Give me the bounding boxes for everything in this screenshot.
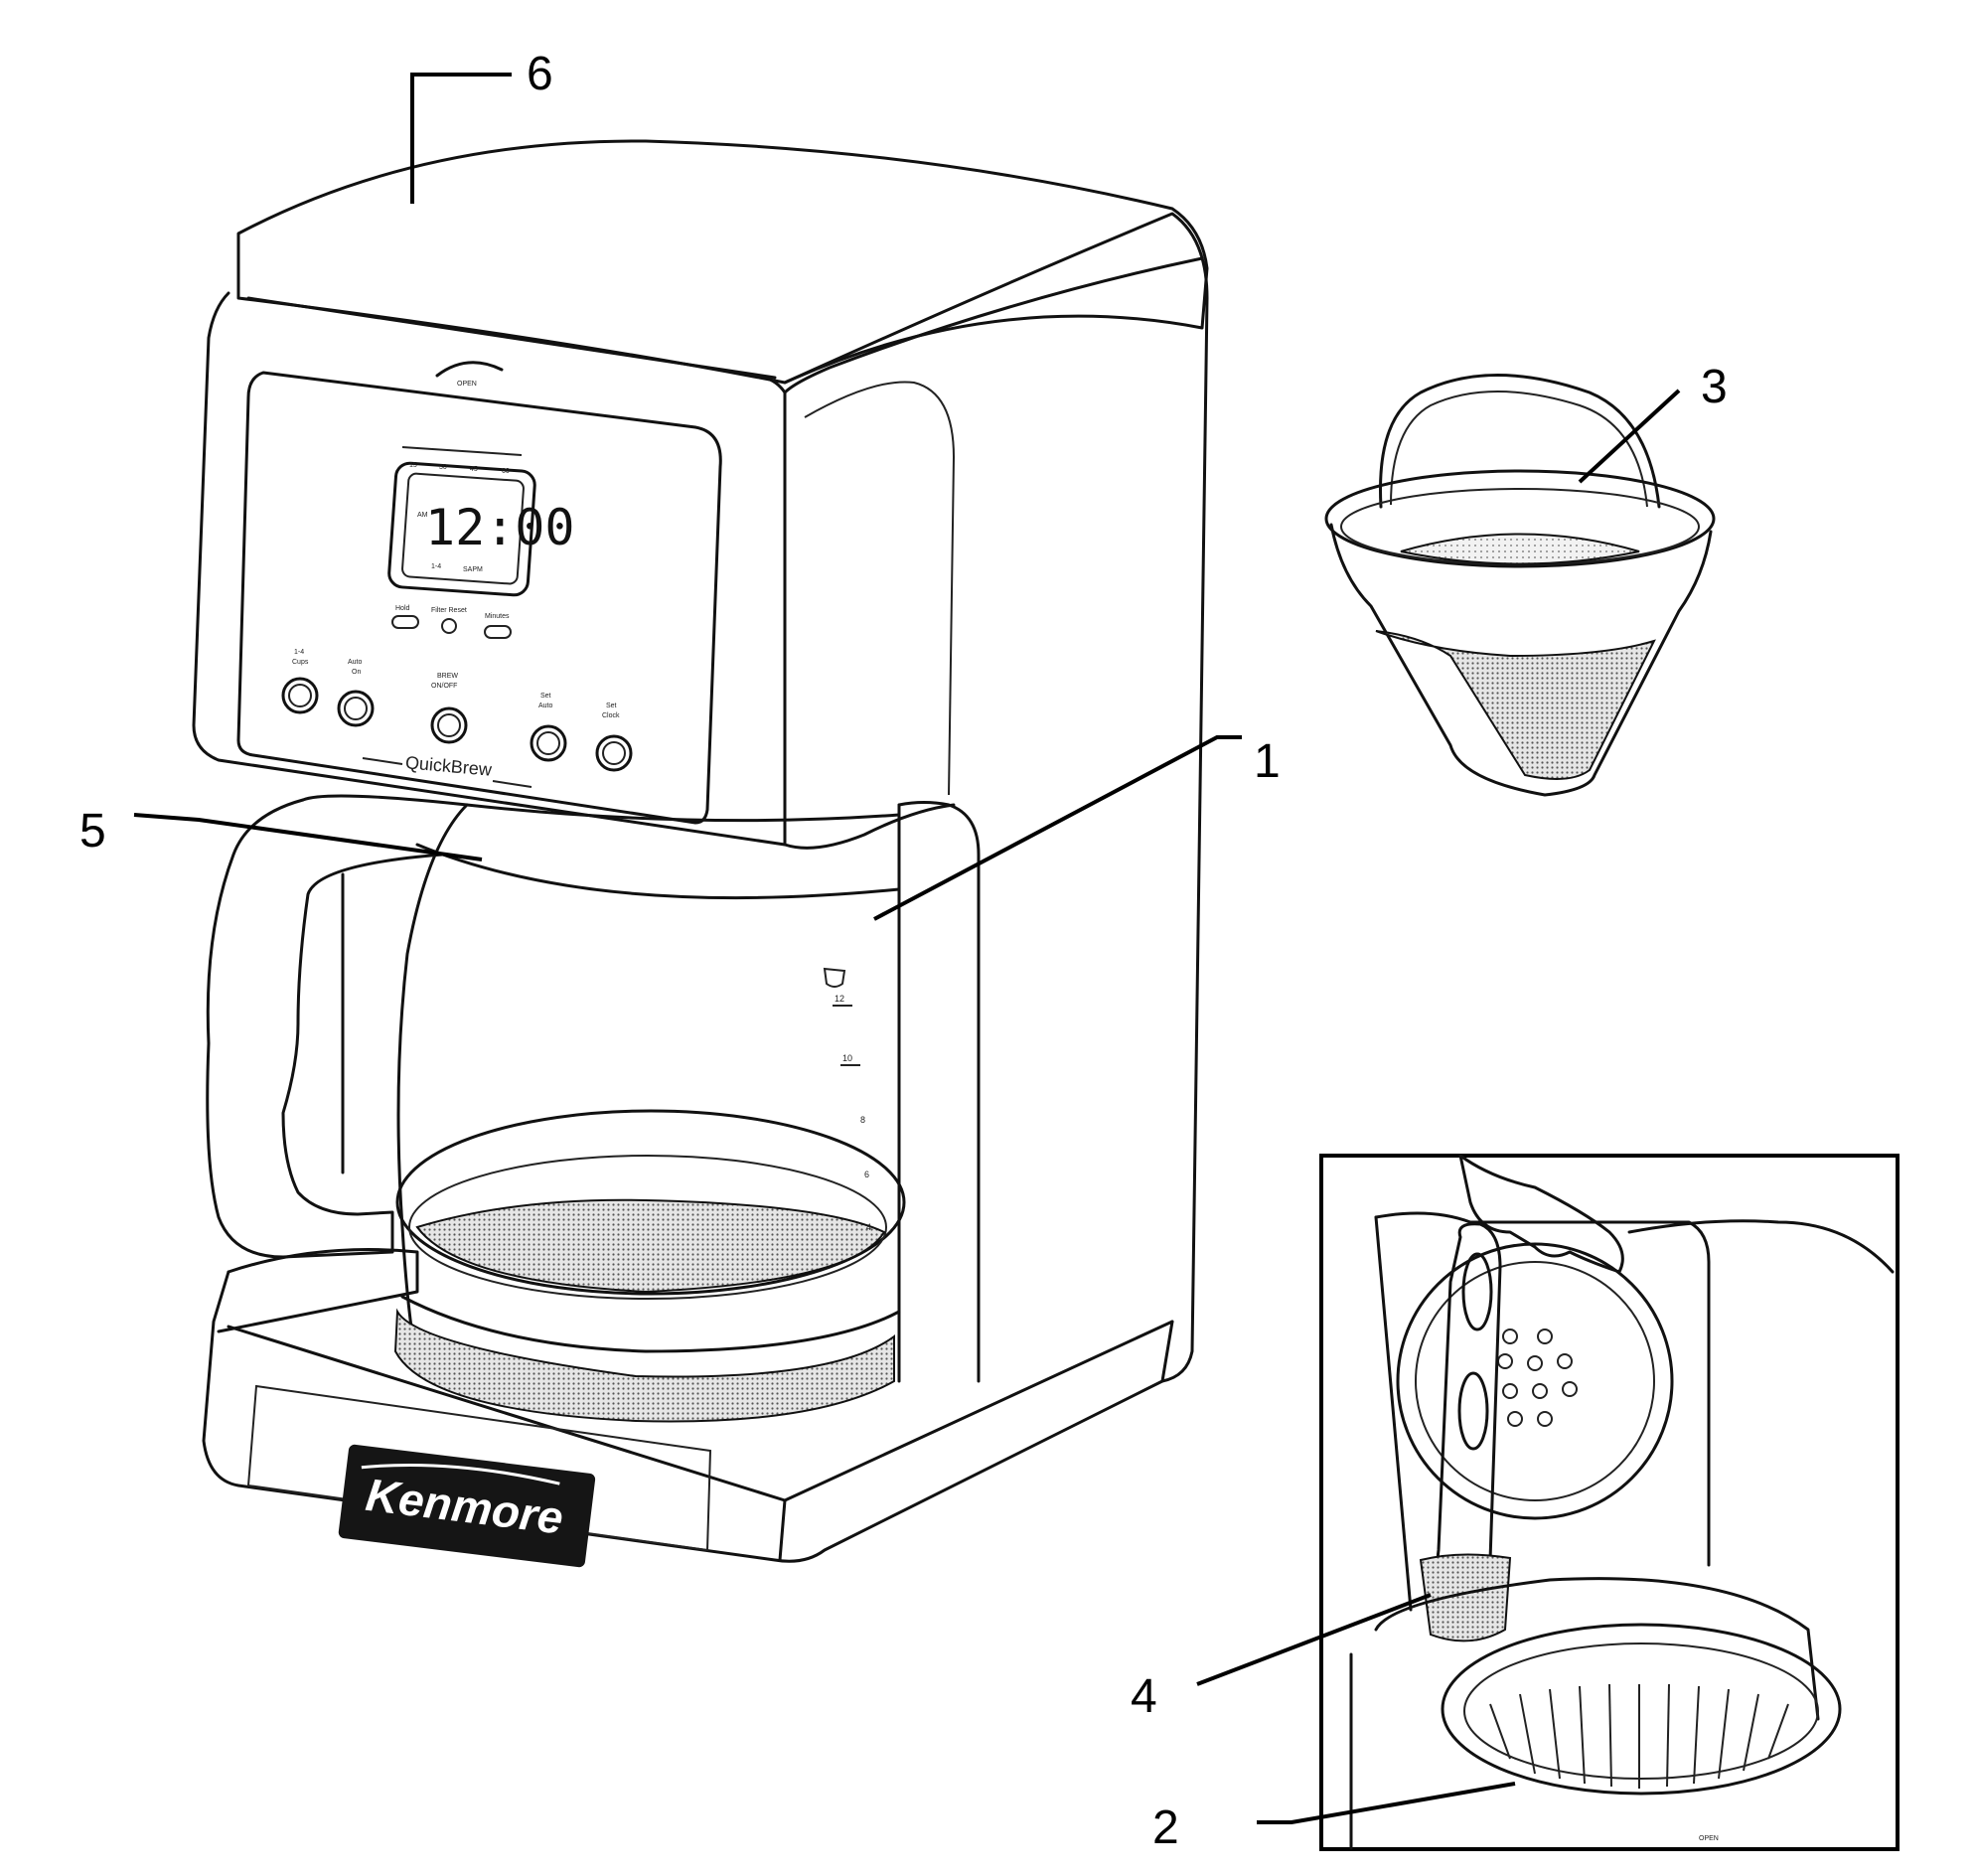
callout-1-label: 1 bbox=[1254, 735, 1281, 788]
model-name-text: QuickBrew bbox=[404, 752, 493, 780]
lid-open-label: OPEN bbox=[457, 381, 477, 388]
inset-detail: OPEN bbox=[1319, 1154, 1900, 1851]
cup-marks: 12 10 8 6 4 bbox=[833, 994, 871, 1232]
callout-6: 6 bbox=[410, 48, 553, 204]
auto-on-label-1: Auto bbox=[348, 659, 363, 666]
callout-2-label: 2 bbox=[1152, 1801, 1179, 1854]
auto-on-button[interactable]: Auto On bbox=[337, 659, 375, 727]
filter-mesh bbox=[1375, 630, 1656, 780]
set-auto-label-2: Auto bbox=[538, 703, 553, 709]
carafe: 12 10 8 6 4 bbox=[206, 794, 906, 1423]
model-name: QuickBrew bbox=[362, 752, 532, 788]
hold-button-label: Hold bbox=[395, 605, 410, 612]
filter-reset-indicator: Filter Reset bbox=[431, 607, 467, 634]
filter-basket-body bbox=[1329, 523, 1713, 797]
display-am: AM bbox=[417, 512, 428, 519]
minute-mark-45: 45 bbox=[470, 466, 478, 473]
minutes-button[interactable]: Minutes bbox=[484, 613, 512, 639]
filter-holder-ribs bbox=[1489, 1683, 1789, 1789]
minute-mark-15: 15 bbox=[409, 462, 417, 469]
set-clock-label-2: Clock bbox=[602, 712, 620, 719]
display-mode: 1-4 bbox=[431, 563, 441, 570]
cup-mark-12: 12 bbox=[835, 994, 844, 1004]
side-housing bbox=[783, 212, 1209, 1383]
top-buttons: Hold Filter Reset Minutes bbox=[391, 605, 512, 639]
cup-mark-10: 10 bbox=[842, 1053, 852, 1063]
control-panel-housing bbox=[192, 291, 787, 847]
hand bbox=[1458, 1154, 1624, 1274]
display-time: 12:00 bbox=[425, 499, 575, 556]
set-auto-label-1: Set bbox=[540, 693, 551, 700]
callout-5: 5 bbox=[79, 805, 483, 861]
brew-on-off-button[interactable]: BREW ON/OFF bbox=[430, 673, 468, 744]
warming-plate bbox=[393, 1308, 895, 1423]
set-clock-label-1: Set bbox=[606, 703, 617, 709]
set-clock-button[interactable]: Set Clock bbox=[595, 703, 633, 772]
carafe-handle bbox=[206, 798, 444, 1259]
callout-1: 1 bbox=[873, 735, 1281, 921]
cup-mark-6: 6 bbox=[864, 1170, 869, 1179]
lid-open-tab[interactable]: OPEN bbox=[435, 361, 504, 388]
filter-holder bbox=[1441, 1623, 1842, 1796]
callout-6-label: 6 bbox=[527, 48, 553, 100]
callouts: 6 3 1 5 4 2 bbox=[79, 48, 1728, 1854]
callout-5-label: 5 bbox=[79, 805, 106, 858]
cups-1-4-button[interactable]: 1-4 Cups bbox=[281, 649, 319, 714]
warming-base bbox=[202, 1270, 1174, 1563]
auto-on-label-2: On bbox=[352, 669, 361, 676]
cup-icon bbox=[823, 967, 846, 988]
clock-display: AM 12:00 1-4 SAPM 15 30 45 60 bbox=[387, 446, 575, 597]
minutes-button-label: Minutes bbox=[485, 613, 510, 620]
filter-basket-handle bbox=[1379, 374, 1661, 509]
minute-mark-60: 60 bbox=[502, 468, 510, 475]
coffee-level bbox=[415, 1198, 886, 1294]
cups-1-4-label-1: 1-4 bbox=[294, 649, 304, 656]
brew-label-2: ON/OFF bbox=[431, 683, 457, 690]
set-auto-button[interactable]: Set Auto bbox=[530, 693, 567, 762]
brand-logo: Kenmore bbox=[338, 1444, 596, 1568]
shower-holes bbox=[1497, 1329, 1578, 1427]
callout-4: 4 bbox=[1131, 1593, 1432, 1723]
minute-mark-30: 30 bbox=[439, 464, 447, 471]
cup-mark-8: 8 bbox=[860, 1115, 865, 1125]
display-status: SAPM bbox=[463, 566, 483, 573]
cups-1-4-label-2: Cups bbox=[292, 659, 309, 666]
cup-mark-4: 4 bbox=[866, 1222, 871, 1232]
cleaning-brush-head bbox=[1419, 1553, 1512, 1642]
callout-3-label: 3 bbox=[1701, 361, 1728, 413]
shower-head bbox=[1396, 1242, 1674, 1520]
hold-button[interactable]: Hold bbox=[391, 605, 419, 629]
filter-reset-label: Filter Reset bbox=[431, 607, 467, 614]
control-panel bbox=[236, 371, 722, 825]
coffee-maker bbox=[192, 139, 1209, 1563]
callout-3: 3 bbox=[1578, 361, 1728, 484]
minute-marks: 15 30 45 60 bbox=[401, 446, 523, 475]
brew-label-1: BREW bbox=[437, 673, 458, 680]
filter-basket bbox=[1324, 374, 1716, 797]
inset-open-label: OPEN bbox=[1699, 1835, 1719, 1842]
callout-2: 2 bbox=[1152, 1782, 1516, 1854]
round-buttons: 1-4 Cups Auto On BREW ON/OFF Set Auto Se… bbox=[281, 649, 633, 772]
callout-4-label: 4 bbox=[1131, 1670, 1157, 1723]
